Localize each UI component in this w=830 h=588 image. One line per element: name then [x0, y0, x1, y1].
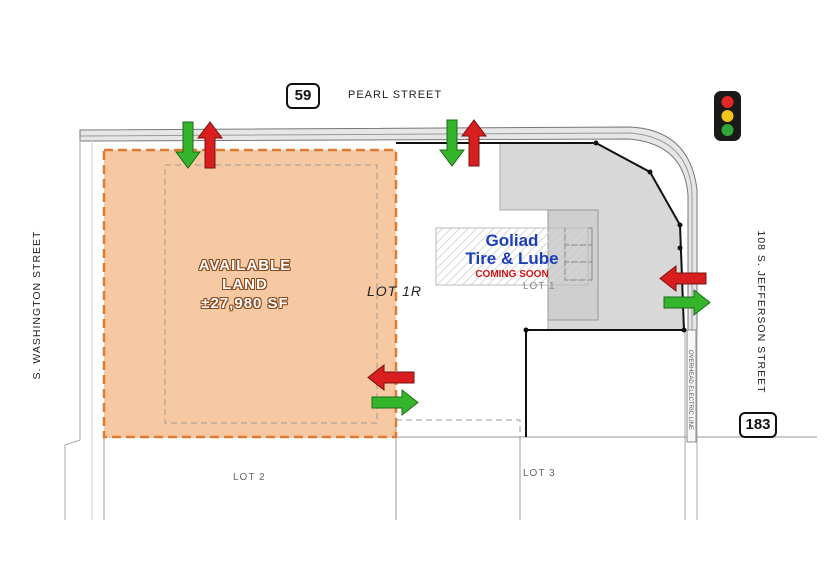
lot-2-label: LOT 2: [233, 472, 266, 483]
jefferson-street-label: 108 S. JEFFERSON STREET: [755, 230, 767, 393]
egress-arrow-icon: [197, 121, 223, 169]
tenant-name-line1: Goliad: [485, 231, 539, 250]
tenant-label: Goliad Tire & Lube COMING SOON: [436, 228, 588, 285]
tenant-box-bg: [435, 227, 589, 286]
lot-3-label: LOT 3: [523, 468, 556, 479]
ingress-arrow-icon: [663, 288, 711, 317]
tenant-name-line2: Tire & Lube: [465, 249, 559, 268]
available-land-line1: AVAILABLE: [198, 257, 292, 274]
pearl-street-curb: [79, 132, 693, 330]
pearl-street-label: PEARL STREET: [348, 89, 443, 101]
highway-183-shield: 183: [739, 412, 777, 438]
highway-59-shield: 59: [286, 83, 320, 109]
egress-arrow-icon: [659, 264, 707, 293]
ingress-arrow-icon: [439, 119, 465, 167]
egress-arrow-icon: [367, 363, 415, 392]
traffic-light-icon: [714, 91, 741, 141]
coming-soon-badge: COMING SOON: [475, 269, 549, 280]
washington-street-label: S. WASHINGTON STREET: [31, 231, 43, 380]
available-land-area: ±27,980 SF: [201, 295, 289, 312]
lot-1r-label: LOT 1R: [367, 283, 423, 299]
egress-arrow-icon: [461, 119, 487, 167]
ingress-arrow-icon: [371, 388, 419, 417]
available-land-parcel: [102, 148, 398, 439]
ingress-arrow-icon: [175, 121, 201, 169]
available-land-line2: LAND: [222, 276, 268, 293]
lot-1-label: LOT 1: [523, 281, 556, 292]
overhead-electric-line-strip: [686, 329, 697, 443]
overhead-electric-line-label: OVERHEAD ELECTRIC LINE: [687, 350, 693, 430]
available-land-label: AVAILABLE LAND ±27,980 SF: [160, 256, 330, 313]
